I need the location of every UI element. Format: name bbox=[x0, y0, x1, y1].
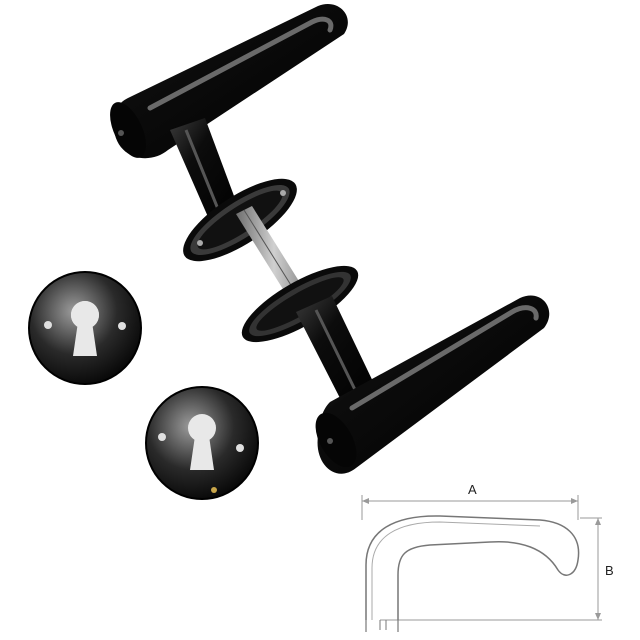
dimension-drawing: A B bbox=[361, 482, 614, 632]
upper-lever-neck bbox=[170, 118, 240, 226]
handle-profile-outline bbox=[365, 515, 580, 620]
upper-lever-arm bbox=[113, 4, 348, 159]
lower-lever-highlight bbox=[349, 305, 539, 411]
upper-lever-highlight bbox=[147, 16, 334, 111]
escutcheon-plate-2 bbox=[145, 386, 259, 500]
upper-lever-screw-hole bbox=[118, 130, 124, 136]
dimension-a-label: A bbox=[468, 482, 477, 497]
screw-hole-right bbox=[236, 444, 244, 452]
screw-hole-left bbox=[44, 321, 52, 329]
lower-lever-handle bbox=[296, 295, 550, 474]
screw-hole-bottom bbox=[211, 487, 217, 493]
dimension-b-label: B bbox=[605, 563, 614, 578]
escutcheon-plate-1 bbox=[28, 271, 142, 385]
lower-rosette bbox=[241, 265, 359, 343]
screw-hole-right bbox=[118, 322, 126, 330]
upper-lever-end bbox=[110, 102, 146, 158]
lower-lever-end bbox=[315, 412, 357, 468]
lower-lever-arm bbox=[317, 295, 550, 474]
lower-lever-screw-hole bbox=[327, 438, 333, 444]
screw-hole-left bbox=[158, 433, 166, 441]
upper-lever-handle bbox=[110, 4, 348, 226]
